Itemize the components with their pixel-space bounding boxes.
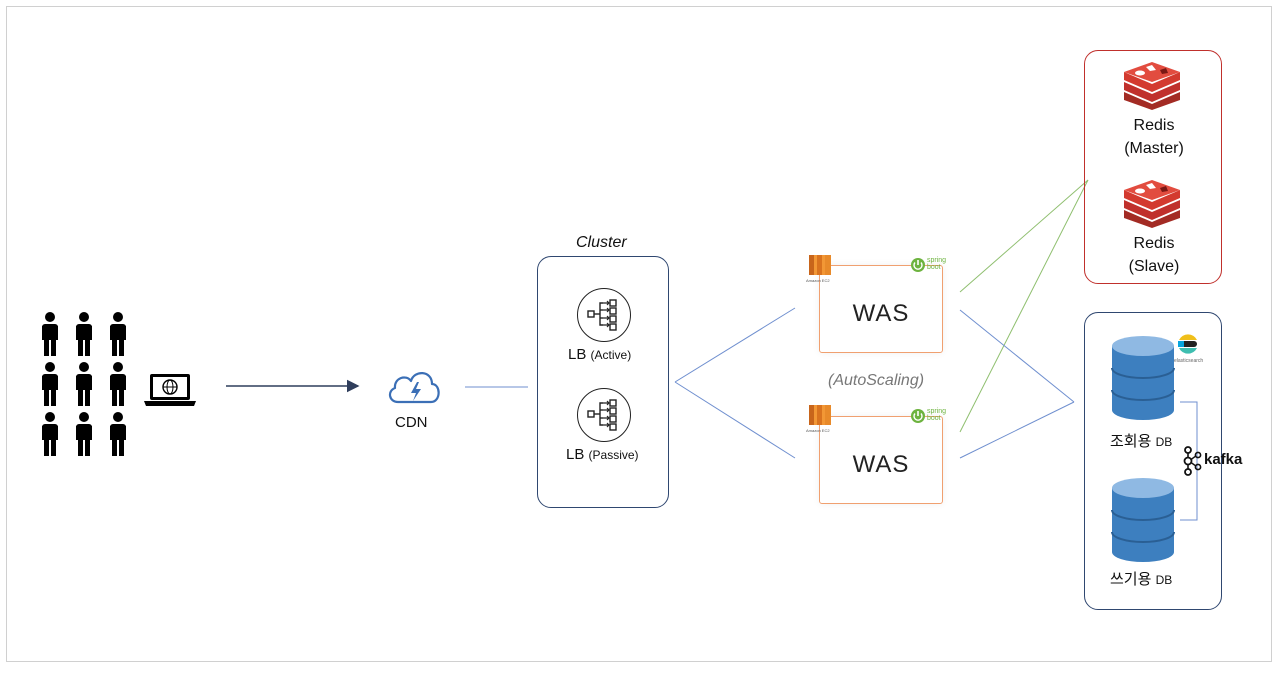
redis-slave-line2: (Slave)	[1128, 258, 1180, 275]
redis-panel	[1084, 50, 1222, 284]
ec2-caption-bottom: Amazon EC2	[806, 428, 830, 433]
redis-master-line1: Redis	[1133, 117, 1175, 134]
redis-master-label: Redis (Master)	[1112, 114, 1196, 160]
cdn-label: CDN	[395, 414, 428, 431]
read-db-label: 조회용 DB	[1110, 430, 1172, 451]
cluster-title: Cluster	[576, 234, 627, 251]
spring-caption-top: spring boot	[927, 257, 946, 271]
spring-boot-icon	[911, 409, 925, 423]
spring-boot-icon	[911, 258, 925, 272]
lb-cluster	[537, 256, 669, 508]
elasticsearch-caption: elasticsearch	[1174, 358, 1204, 364]
lb-passive-sub: (Passive)	[588, 448, 639, 462]
lb-passive-main: LB	[566, 446, 585, 463]
cdn-cloud-icon	[388, 372, 440, 404]
laptop-globe-icon	[144, 374, 196, 406]
lb-active-node	[577, 288, 631, 342]
amazon-ec2-icon	[809, 255, 831, 275]
spring-caption-line1: spring	[927, 257, 947, 264]
users-group-icon	[42, 312, 126, 456]
redis-slave-label: Redis (Slave)	[1112, 232, 1196, 278]
redis-master-icon	[1124, 62, 1180, 110]
kafka-label: kafka	[1204, 451, 1243, 468]
write-db-main: 쓰기용	[1110, 571, 1152, 588]
write-db-label: 쓰기용 DB	[1110, 568, 1172, 589]
read-db-sub: DB	[1155, 435, 1173, 449]
write-db-sub: DB	[1155, 573, 1173, 587]
lb-passive-label: LB (Passive)	[566, 446, 639, 463]
was-bottom-node: WAS	[819, 416, 943, 504]
was-bottom-label: WAS	[852, 451, 910, 478]
lb-active-main: LB	[568, 346, 587, 363]
autoscaling-label: (AutoScaling)	[828, 372, 925, 389]
spring-caption-line2: boot	[927, 264, 941, 271]
was-top-node: WAS	[819, 265, 943, 353]
canvas-frame	[6, 6, 1272, 662]
lb-active-sub: (Active)	[590, 348, 632, 362]
elasticsearch-icon	[1178, 334, 1197, 354]
read-database-icon	[1111, 336, 1175, 420]
read-db-main: 조회용	[1110, 433, 1152, 450]
load-balancer-icon	[587, 399, 617, 431]
redis-slave-line1: Redis	[1133, 235, 1175, 252]
kafka-icon	[1183, 446, 1202, 476]
write-database-icon	[1111, 478, 1175, 562]
database-panel	[1084, 312, 1222, 610]
redis-master-line2: (Master)	[1124, 140, 1184, 157]
lb-active-label: LB (Active)	[568, 346, 631, 363]
was-top-label: WAS	[852, 300, 910, 327]
redis-slave-icon	[1124, 180, 1180, 228]
load-balancer-icon	[587, 299, 617, 331]
amazon-ec2-icon	[809, 405, 831, 425]
spring-caption-line1: spring	[927, 408, 947, 415]
lb-passive-node	[577, 388, 631, 442]
ec2-caption-top: Amazon EC2	[806, 278, 830, 283]
spring-caption-bottom: spring boot	[927, 408, 946, 422]
spring-caption-line2: boot	[927, 415, 941, 422]
